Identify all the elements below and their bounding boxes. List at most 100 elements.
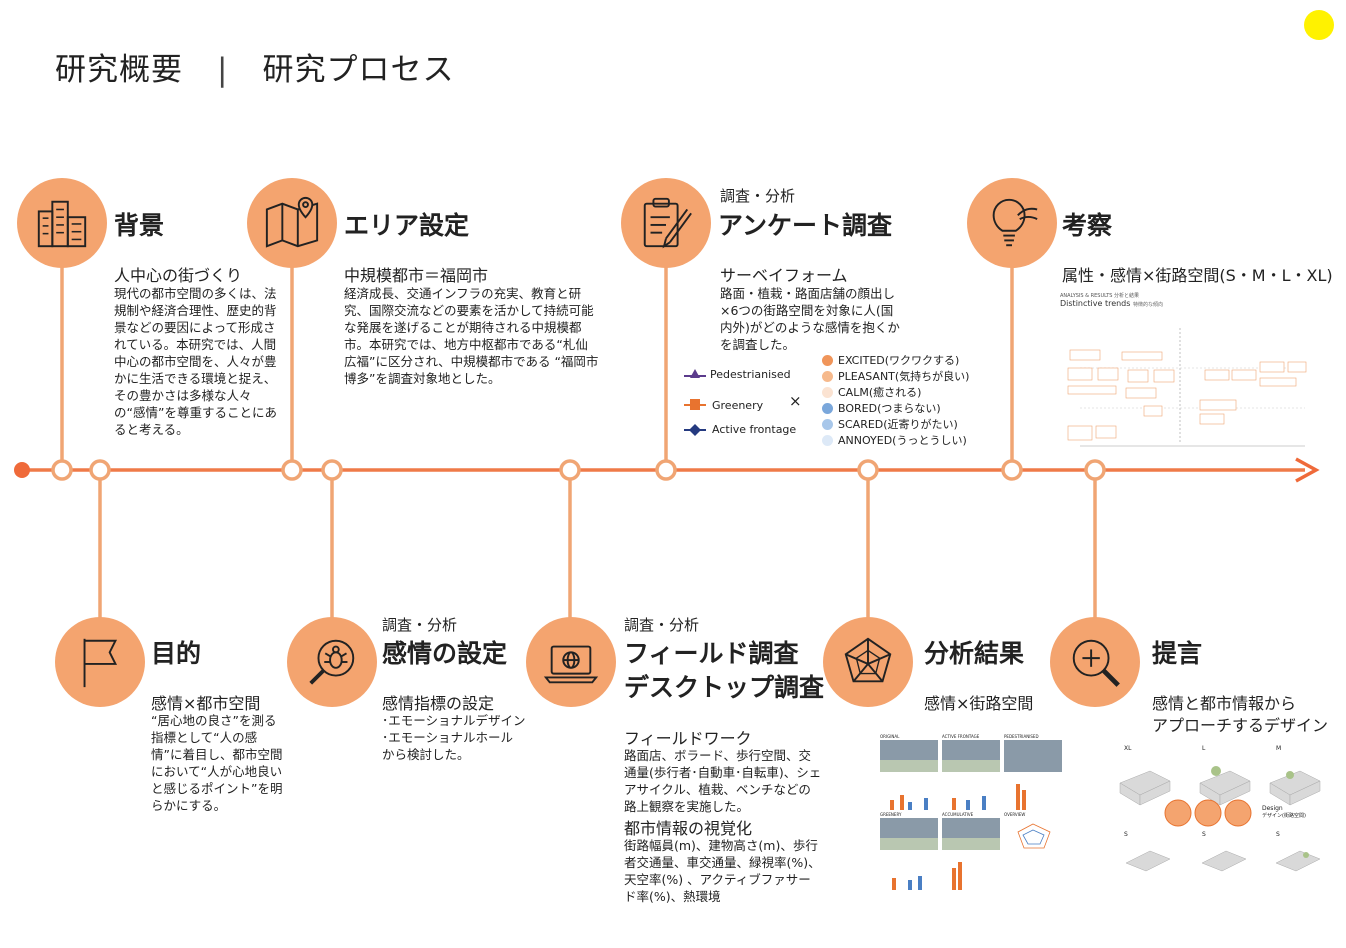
proposal-circle	[1050, 617, 1140, 707]
lightbulb-icon	[992, 198, 1038, 247]
purpose-circle	[55, 617, 145, 707]
proposal-thumbnail: XL L M S S S Design デザイン(街路空間)	[1090, 745, 1326, 880]
scale-label: L	[1202, 745, 1206, 752]
field-sub-2: 都市情報の視覚化	[624, 819, 753, 838]
cursor-dot	[1304, 10, 1334, 40]
title-sub: 研究プロセス	[262, 52, 455, 88]
emotion-label: CALM(癒される)	[838, 386, 922, 399]
timeline-arrowhead	[1295, 457, 1320, 483]
discussion-heading: 考察	[1062, 211, 1113, 240]
emotion-swatch	[822, 370, 833, 382]
emotion-excited: EXCITED(ワクワクする)	[822, 352, 969, 368]
legend-pedestrianised: Pedestrianised	[684, 367, 791, 381]
legend-times: ×	[789, 392, 802, 410]
emotion-setting-sub: 感情指標の設定	[382, 694, 495, 713]
pedestrianised-marker-icon	[684, 369, 706, 378]
panel-label: OVERVIEW	[1004, 812, 1026, 817]
legend-active-frontage: Active frontage	[684, 422, 796, 436]
magnifier-bug-icon	[309, 639, 355, 685]
scale-label: M	[1276, 745, 1282, 752]
flag-icon	[83, 638, 118, 688]
timeline-nodes	[51, 459, 1106, 481]
area-body: 経済成長、交通インフラの充実、教育と研究、国際交流などの要素を活かして持続可能な…	[344, 286, 599, 386]
emotion-label: PLEASANT(気持ちが良い)	[838, 370, 970, 383]
panel-label: PEDESTRIANISED	[1004, 734, 1039, 739]
background-body: 現代の都市空間の多くは、法規制や経済合理性、歴史的背景などの要因によって形成され…	[114, 286, 277, 437]
city-buildings-icon	[37, 200, 87, 248]
zoom-plus-icon	[1072, 639, 1120, 687]
scale-label: XL	[1124, 745, 1132, 752]
title-separator: |	[217, 52, 229, 88]
background-circle	[17, 178, 107, 268]
design-label: Design	[1262, 805, 1283, 812]
emotion-label: SCARED(近寄りがたい)	[838, 418, 958, 431]
emotion-swatch	[822, 386, 833, 398]
emotion-setting-circle	[287, 617, 377, 707]
panel-label: ORIGINAL	[880, 734, 900, 739]
background-sub: 人中心の街づくり	[114, 266, 243, 285]
proposal-heading: 提言	[1152, 639, 1203, 668]
legend-greenery-label: Greenery	[712, 398, 764, 412]
analysis-circle	[823, 617, 913, 707]
emotion-annoyed: ANNOYED(うっとうしい)	[822, 432, 969, 448]
radar-chart-icon	[844, 637, 892, 683]
survey-pre: 調査・分析	[720, 187, 796, 205]
clipboard-pen-icon	[643, 197, 692, 249]
proposal-sub-2: アプローチするデザイン	[1152, 716, 1329, 735]
field-body-1: 路面店、ボラード、歩行空間、交通量(歩行者･自動車･自転車)、シェアサイクル、植…	[624, 748, 822, 814]
scale-label: S	[1276, 831, 1280, 838]
discussion-sub: 属性・感情×街路空間(S・M・L・XL)	[1062, 266, 1333, 285]
chart-title-en: Distinctive trends	[1060, 299, 1131, 308]
analysis-sub: 感情×街路空間	[924, 694, 1034, 713]
field-body-2: 街路幅員(m)、建物高さ(m)、歩行者交通量、車交通量、緑視率(%)、天空率(%…	[624, 838, 821, 904]
survey-circle	[621, 178, 711, 268]
legend-greenery: Greenery	[684, 398, 763, 412]
emotion-swatch	[822, 354, 833, 366]
page-title: 研究概要 | 研究プロセス	[55, 44, 454, 89]
panel-label: ACTIVE FRONTAGE	[942, 734, 980, 739]
design-label-jp: デザイン(街路空間)	[1262, 813, 1306, 819]
map-pin-icon	[265, 196, 319, 248]
emotion-label: ANNOYED(うっとうしい)	[838, 434, 967, 447]
survey-body: 路面・植栽・路面店舗の顔出し×6つの街路空間を対象に人(国内外)がどのような感情…	[720, 286, 900, 352]
title-main: 研究概要	[55, 52, 183, 88]
field-pre: 調査・分析	[624, 616, 700, 634]
discussion-chart-thumbnail: ANALYSIS & RESULTS 分析と結果 Distinctive tre…	[1060, 292, 1310, 452]
field-sub-1: フィールドワーク	[624, 729, 752, 748]
emotion-setting-body: ･エモーショナルデザイン ･エモーショナルホール から検討した。	[382, 712, 542, 763]
field-heading-1: フィールド調査	[624, 639, 799, 668]
proposal-sub-1: 感情と都市情報から	[1152, 694, 1297, 713]
emotion-setting-heading: 感情の設定	[382, 639, 508, 668]
laptop-globe-icon	[543, 645, 599, 684]
survey-heading: アンケート調査	[718, 211, 893, 240]
emotion-setting-pre: 調査・分析	[382, 616, 458, 634]
chart-title-jp: 特徴的な傾向	[1132, 302, 1163, 308]
purpose-heading: 目的	[151, 639, 202, 668]
emotion-swatch	[822, 418, 833, 430]
emotion-setting-line: ･エモーショナルホール	[382, 730, 514, 745]
scale-label: S	[1202, 831, 1206, 838]
legend-pedestrianised-label: Pedestrianised	[710, 367, 791, 381]
field-circle	[526, 617, 616, 707]
analysis-panels	[880, 740, 1062, 890]
purpose-sub: 感情×都市空間	[151, 694, 261, 713]
emotion-scared: SCARED(近寄りがたい)	[822, 416, 969, 432]
emotion-label: EXCITED(ワクワクする)	[838, 354, 960, 367]
street-models	[1119, 766, 1321, 872]
emotion-bored: BORED(つまらない)	[822, 400, 969, 416]
field-heading-2: デスクトップ調査	[624, 673, 825, 702]
emotion-swatch	[822, 402, 833, 414]
panel-label: GREENERY	[880, 812, 902, 817]
area-heading: エリア設定	[344, 211, 470, 240]
analysis-thumbnail: ORIGINAL ACTIVE FRONTAGE PEDESTRIANISED …	[878, 734, 1066, 894]
chart-caption: ANALYSIS & RESULTS 分析と結果	[1060, 293, 1140, 299]
discussion-circle	[967, 178, 1057, 268]
area-sub: 中規模都市＝福岡市	[344, 266, 489, 285]
chart-title: Distinctive trends 特徴的な傾向	[1060, 299, 1310, 308]
emotion-swatch	[822, 434, 833, 446]
legend-active-frontage-label: Active frontage	[712, 422, 797, 436]
scale-label: S	[1124, 831, 1128, 838]
distinctive-trends-chart	[1067, 328, 1307, 447]
greenery-marker-icon	[684, 399, 706, 410]
